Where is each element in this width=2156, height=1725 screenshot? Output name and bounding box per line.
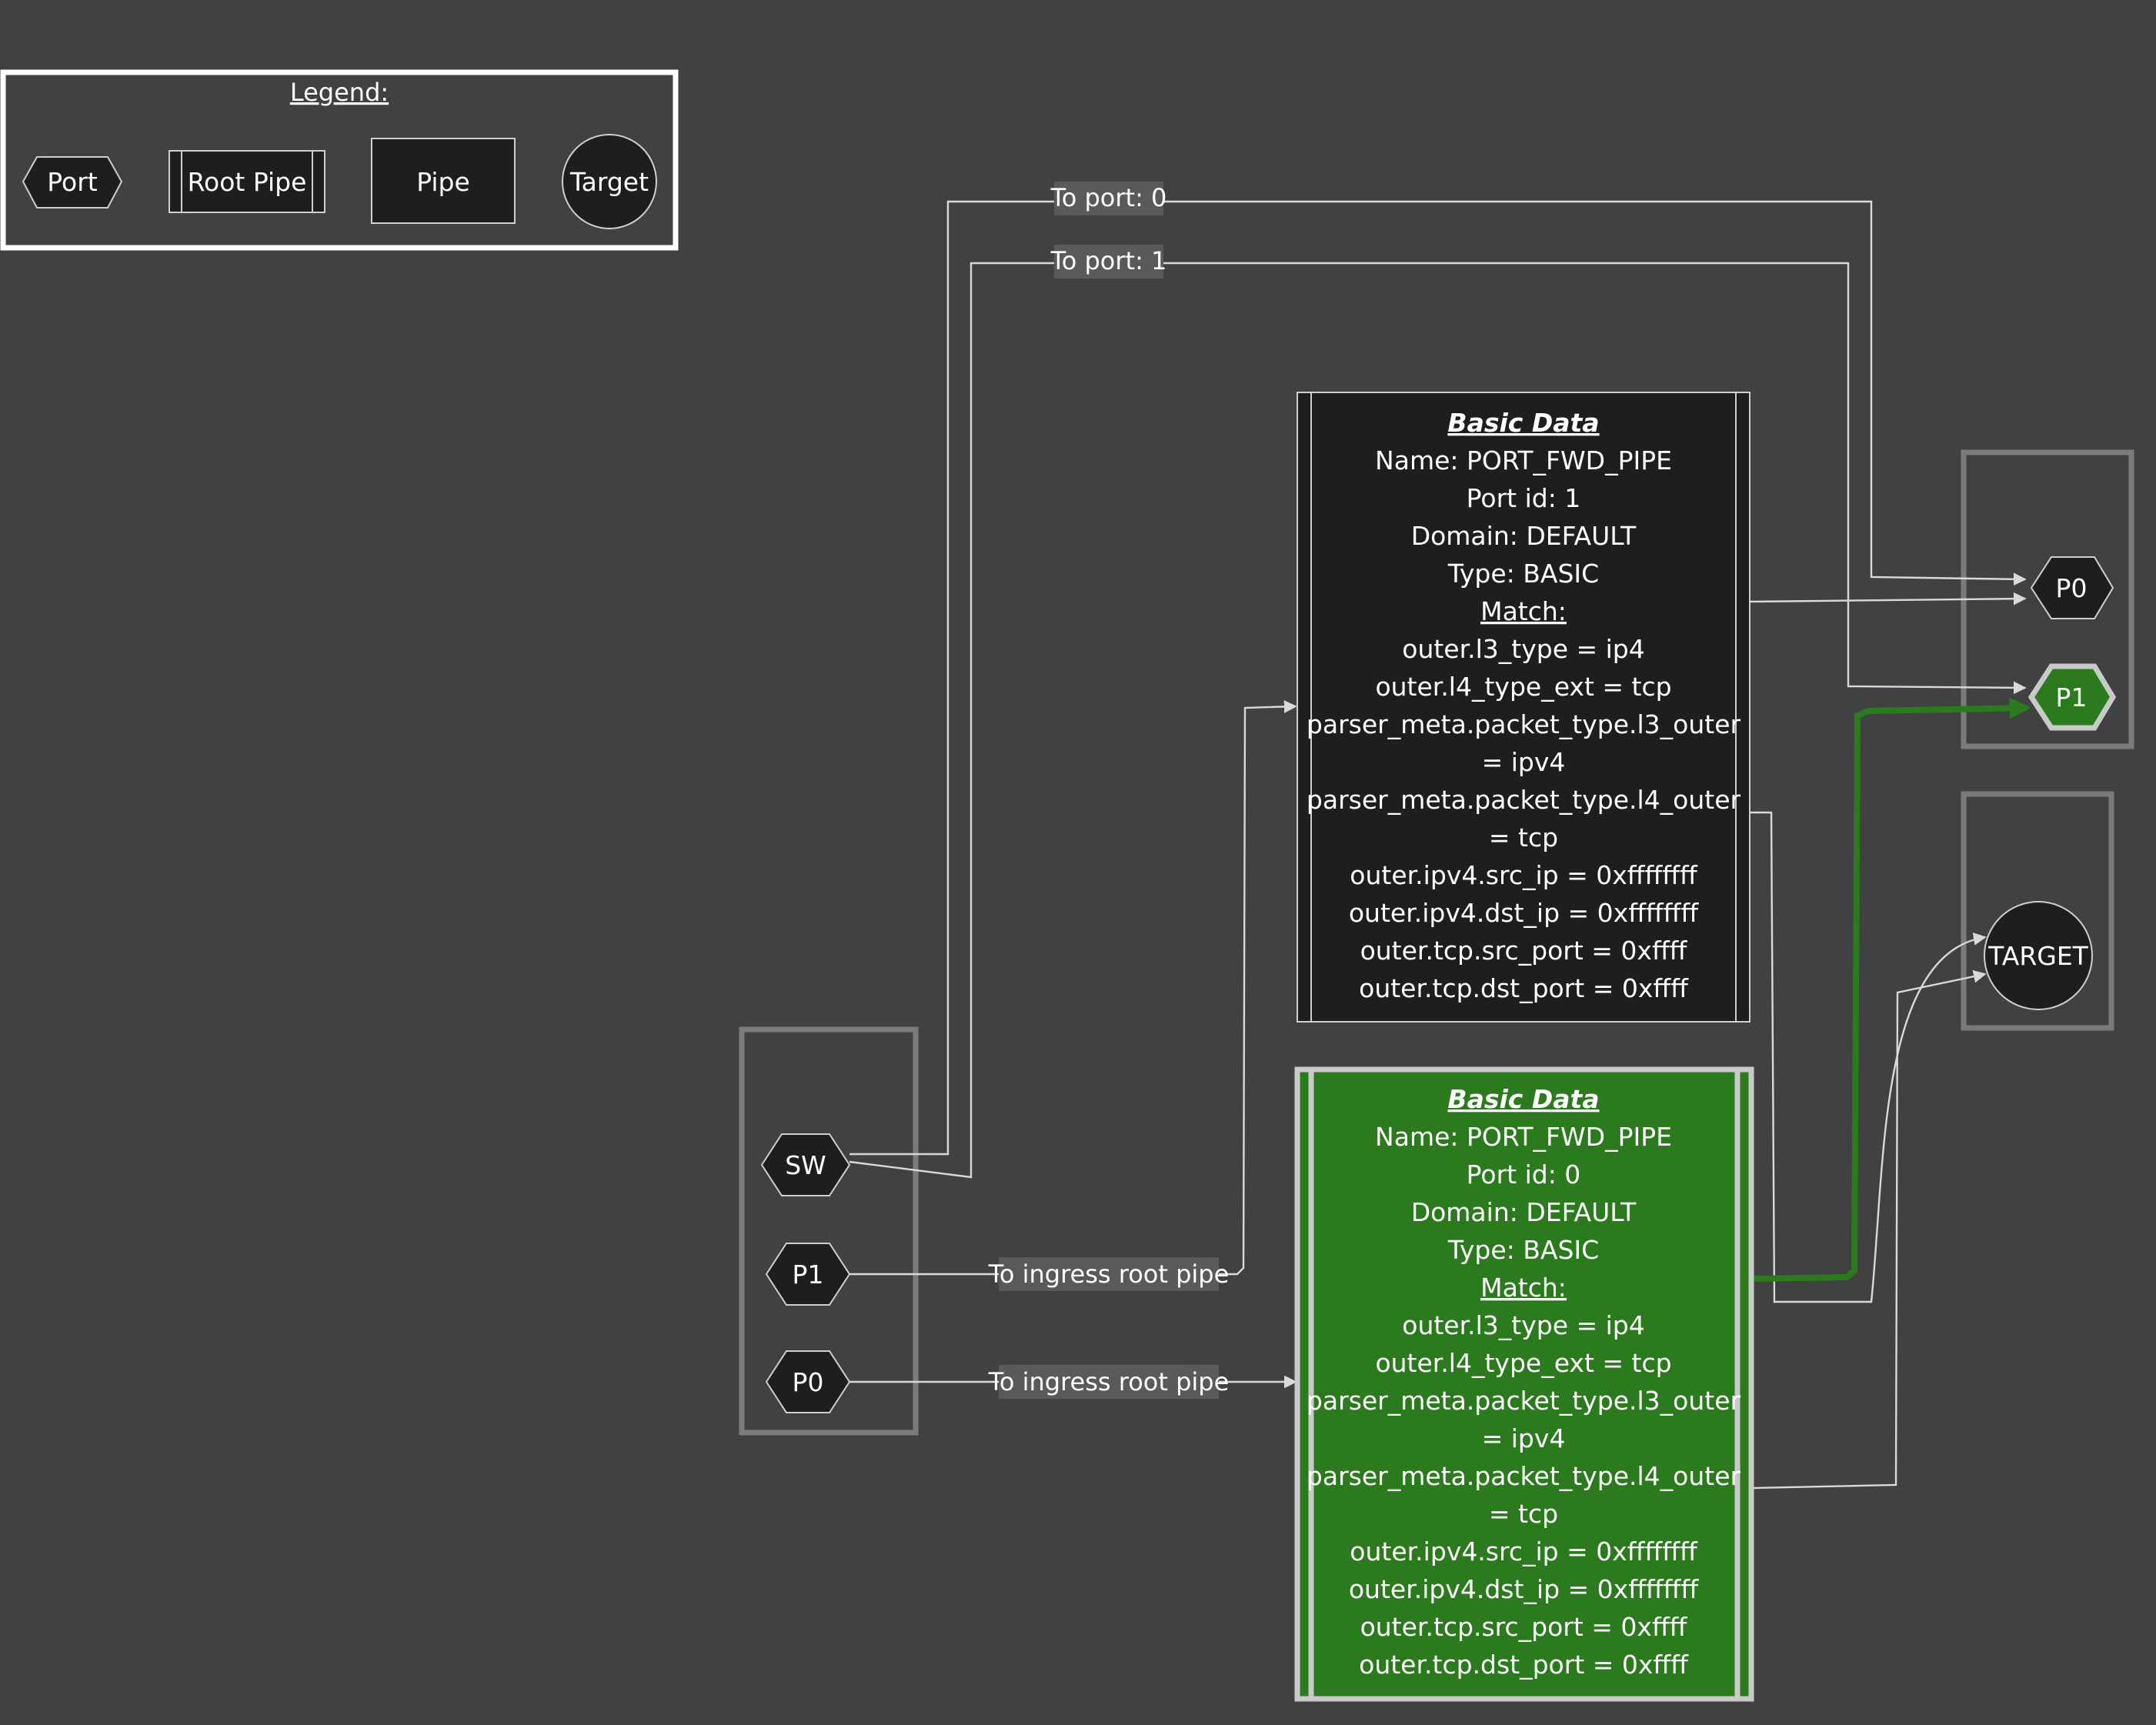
pipe-bottom-match-line: outer.tcp.dst_port = 0xffff — [1359, 1650, 1689, 1680]
pipe-top-match-line: outer.ipv4.src_ip = 0xffffffff — [1350, 860, 1698, 890]
edge-label-to-port-0: To port: 0 — [1050, 183, 1167, 212]
edge-top-pipe-to-target — [1750, 811, 1987, 1303]
legend-target-label: Target — [569, 167, 649, 197]
pipe-top-match-line: = tcp — [1489, 822, 1558, 852]
edges — [849, 200, 2031, 1490]
pipe-top-match-line: = ipv4 — [1482, 747, 1566, 777]
pipe-bottom-type: Type: BASIC — [1447, 1235, 1599, 1265]
source-ports-group — [739, 1026, 919, 1436]
pipe-top-match-heading: Match: — [1480, 596, 1567, 626]
edge-sw-to-p1 — [849, 262, 2027, 1179]
pipe-bottom-match-line: outer.l3_type = ip4 — [1402, 1310, 1645, 1340]
port-src-p1-label: P1 — [793, 1260, 824, 1290]
legend-root-pipe-shape: Root Pipe — [169, 150, 325, 213]
pipe-bottom-match-line: outer.tcp.src_port = 0xffff — [1360, 1612, 1688, 1642]
pipe-bottom-domain: Domain: DEFAULT — [1411, 1197, 1637, 1227]
legend-root-pipe-label: Root Pipe — [188, 167, 307, 197]
pipe-bottom-name: Name: PORT_FWD_PIPE — [1375, 1122, 1672, 1152]
pipe-bottom-match-line: parser_meta.packet_type.l4_outer — [1307, 1461, 1741, 1491]
pipe-top-match-line: outer.l3_type = ip4 — [1402, 634, 1645, 664]
edge-label-p1-ingress: To ingress root pipe — [988, 1260, 1230, 1289]
pipe-top-type: Type: BASIC — [1447, 559, 1599, 589]
legend-pipe-label: Pipe — [416, 167, 470, 197]
edge-top-pipe-to-p0 — [1749, 592, 2027, 606]
port-sw-label: SW — [785, 1150, 826, 1180]
pipe-top-match-line: parser_meta.packet_type.l4_outer — [1307, 785, 1741, 815]
pipe-top-match-line: parser_meta.packet_type.l3_outer — [1307, 709, 1741, 739]
pipe-bottom-match-line: = tcp — [1489, 1499, 1558, 1529]
port-src-p1[interactable]: P1 — [765, 1243, 851, 1306]
port-dst-p1[interactable]: P1 — [2028, 663, 2117, 731]
target-group — [1961, 791, 2114, 1031]
legend-title: Legend: — [290, 78, 389, 107]
root-pipe-port-1[interactable]: Basic Data Name: PORT_FWD_PIPE Port id: … — [1297, 392, 1750, 1023]
pipe-bottom-heading: Basic Data — [1447, 1084, 1599, 1114]
port-dst-p1-label: P1 — [2056, 682, 2088, 712]
port-src-p0[interactable]: P0 — [765, 1350, 851, 1413]
pipe-top-heading: Basic Data — [1447, 408, 1599, 438]
port-sw[interactable]: SW — [760, 1133, 851, 1196]
pipe-bottom-match-line: outer.ipv4.dst_ip = 0xffffffff — [1349, 1574, 1700, 1604]
pipe-bottom-match-line: outer.ipv4.src_ip = 0xffffffff — [1350, 1536, 1698, 1567]
edge-label-to-port-1: To port: 1 — [1050, 246, 1167, 275]
pipe-top-match-line: outer.ipv4.dst_ip = 0xffffffff — [1349, 898, 1700, 928]
edge-sw-to-p0 — [849, 200, 2027, 1156]
pipe-top-match-line: outer.l4_type_ext = tcp — [1375, 672, 1671, 702]
legend: Legend: Port Root Pipe Pipe Target — [0, 69, 679, 251]
edge-bottom-pipe-to-p1-highlight — [1750, 697, 2031, 1282]
edge-bottom-pipe-to-target — [1752, 969, 1987, 1490]
port-dst-p0[interactable]: P0 — [2030, 556, 2114, 619]
edge-labels: To port: 0 To port: 1 To ingress root pi… — [988, 182, 1230, 1399]
legend-target-shape: Target — [562, 134, 657, 229]
pipe-top-match-line: outer.tcp.src_port = 0xffff — [1360, 936, 1688, 966]
legend-frame — [0, 69, 679, 251]
legend-port-label: Port — [47, 167, 97, 197]
legend-pipe-shape: Pipe — [371, 138, 516, 224]
port-dst-p0-label: P0 — [2056, 573, 2088, 603]
root-pipe-port-0[interactable]: Basic Data Name: PORT_FWD_PIPE Port id: … — [1294, 1066, 1754, 1702]
target-node[interactable]: TARGET — [1984, 901, 2093, 1010]
pipe-top-name: Name: PORT_FWD_PIPE — [1375, 445, 1672, 475]
pipe-top-domain: Domain: DEFAULT — [1411, 521, 1637, 551]
pipe-bottom-match-line: parser_meta.packet_type.l3_outer — [1307, 1386, 1741, 1416]
pipe-bottom-port-id: Port id: 0 — [1467, 1159, 1581, 1189]
pipe-bottom-match-line: outer.l4_type_ext = tcp — [1375, 1348, 1671, 1378]
edge-label-p0-ingress: To ingress root pipe — [988, 1367, 1230, 1396]
pipe-bottom-match-line: = ipv4 — [1482, 1423, 1566, 1453]
target-label: TARGET — [1987, 941, 2089, 971]
pipe-top-port-id: Port id: 1 — [1467, 483, 1581, 513]
legend-port-shape: Port — [22, 156, 123, 209]
pipe-top-match-line: outer.tcp.dst_port = 0xffff — [1359, 973, 1689, 1003]
pipe-bottom-match-heading: Match: — [1480, 1273, 1567, 1303]
port-src-p0-label: P0 — [793, 1367, 824, 1397]
